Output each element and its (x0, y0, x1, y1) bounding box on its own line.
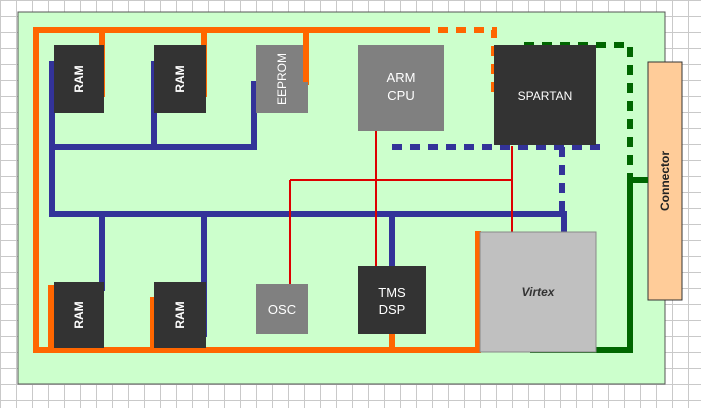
eeprom-chip: EEPROM (256, 45, 308, 113)
ram-chip-3-body (54, 282, 104, 348)
connector-block (647, 61, 683, 301)
osc-chip-body (256, 284, 308, 334)
tms-dsp-label-line1: TMS (378, 285, 406, 300)
spartan-chip-body (494, 45, 596, 145)
blue-dotted-link (392, 144, 600, 214)
osc-chip-label: OSC (268, 302, 296, 317)
osc-chip: OSC (256, 284, 308, 334)
ram-chip-4-label: RAM (173, 301, 187, 328)
arm-cpu-label-line1: ARM (387, 70, 416, 85)
tms-dsp-label-line2: DSP (379, 302, 406, 317)
virtex-chip-label: Virtex (522, 285, 556, 299)
ram-chip-2-body (154, 45, 206, 113)
arm-cpu-chip-body (358, 45, 444, 131)
ram-chip-1: RAM (54, 45, 104, 113)
virtex-chip: Virtex (479, 231, 597, 353)
virtex-chip-body (479, 231, 597, 353)
ram-chip-1-body (54, 45, 104, 113)
ram-chip-4: RAM (154, 282, 206, 348)
ram-chip-2-label: RAM (173, 65, 187, 92)
tms-dsp-chip-body (358, 266, 426, 334)
eeprom-chip-label: EEPROM (275, 53, 289, 105)
eeprom-chip-body (256, 45, 308, 113)
tms-dsp-chip: TMS DSP (358, 266, 426, 334)
connector-label: Connector (658, 151, 672, 211)
spartan-chip-label: SPARTAN (518, 89, 573, 103)
orange-dotted-link (420, 27, 497, 98)
ram-chip-4-body (154, 282, 206, 348)
ram-chip-1-label: RAM (72, 65, 86, 92)
arm-cpu-chip: ARM CPU (358, 45, 444, 131)
red-wires (289, 130, 513, 284)
ram-chip-3-label: RAM (72, 301, 86, 328)
spartan-chip: SPARTAN (494, 45, 596, 145)
ram-chip-3: RAM (54, 282, 104, 348)
arm-cpu-label-line2: CPU (387, 88, 414, 103)
ram-chip-2: RAM (154, 45, 206, 113)
